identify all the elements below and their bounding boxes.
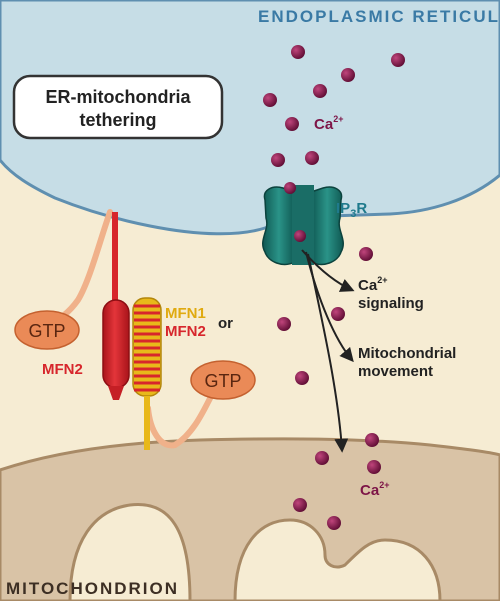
- calcium-ion: [327, 516, 341, 530]
- er-membrane: [0, 0, 500, 236]
- or-label: or: [218, 315, 233, 332]
- mfn2-label-left: MFN2: [42, 361, 83, 378]
- calcium-ion: [315, 451, 329, 465]
- signaling-label-ca: Ca2+: [358, 275, 387, 294]
- movement-label-line-1: Mitochondrial: [358, 345, 456, 362]
- mfn1-label: MFN1: [165, 305, 206, 322]
- calcium-ion: [263, 93, 277, 107]
- mfn2-protein: [102, 212, 130, 400]
- mitochondrion-crista: [68, 502, 192, 601]
- mitochondrion-crista: [233, 518, 442, 601]
- signaling-label-word: signaling: [358, 295, 424, 312]
- calcium-ion: [277, 317, 291, 331]
- calcium-ion: [285, 117, 299, 131]
- ip3r-label: IP3R: [336, 200, 367, 220]
- calcium-ion: [359, 247, 373, 261]
- callout-line-2: tethering: [79, 110, 156, 130]
- ca-label-mito: Ca2+: [360, 480, 389, 499]
- tethering-callout: ER-mitochondria tethering: [12, 74, 224, 140]
- gtp-right: GTP: [190, 360, 256, 400]
- mitochondrion-title: MITOCHONDRION: [6, 579, 179, 598]
- calcium-ion: [367, 460, 381, 474]
- calcium-ion: [294, 230, 306, 242]
- ca-label-er: Ca2+: [314, 114, 343, 133]
- calcium-ion: [331, 307, 345, 321]
- calcium-ion: [291, 45, 305, 59]
- calcium-ion: [305, 151, 319, 165]
- arrow-to-mitochondrion: [307, 253, 349, 453]
- mfn2-label-right: MFN2: [165, 323, 206, 340]
- calcium-ion: [341, 68, 355, 82]
- calcium-ion: [271, 153, 285, 167]
- mfn1-mfn2-protein: [132, 297, 162, 450]
- calcium-ion: [391, 53, 405, 67]
- calcium-ion: [295, 371, 309, 385]
- svg-text:GTP: GTP: [204, 371, 241, 391]
- calcium-ion: [365, 433, 379, 447]
- gtp-left: GTP: [14, 310, 80, 350]
- calcium-ions: [263, 45, 405, 530]
- ip3r-channel: [262, 185, 344, 266]
- calcium-ion: [284, 182, 296, 194]
- callout-line-1: ER-mitochondria: [45, 87, 191, 107]
- movement-label-line-2: movement: [358, 363, 433, 380]
- er-title: ENDOPLASMIC RETICULUM: [258, 7, 500, 26]
- calcium-ion: [293, 498, 307, 512]
- calcium-ion: [313, 84, 327, 98]
- svg-text:GTP: GTP: [28, 321, 65, 341]
